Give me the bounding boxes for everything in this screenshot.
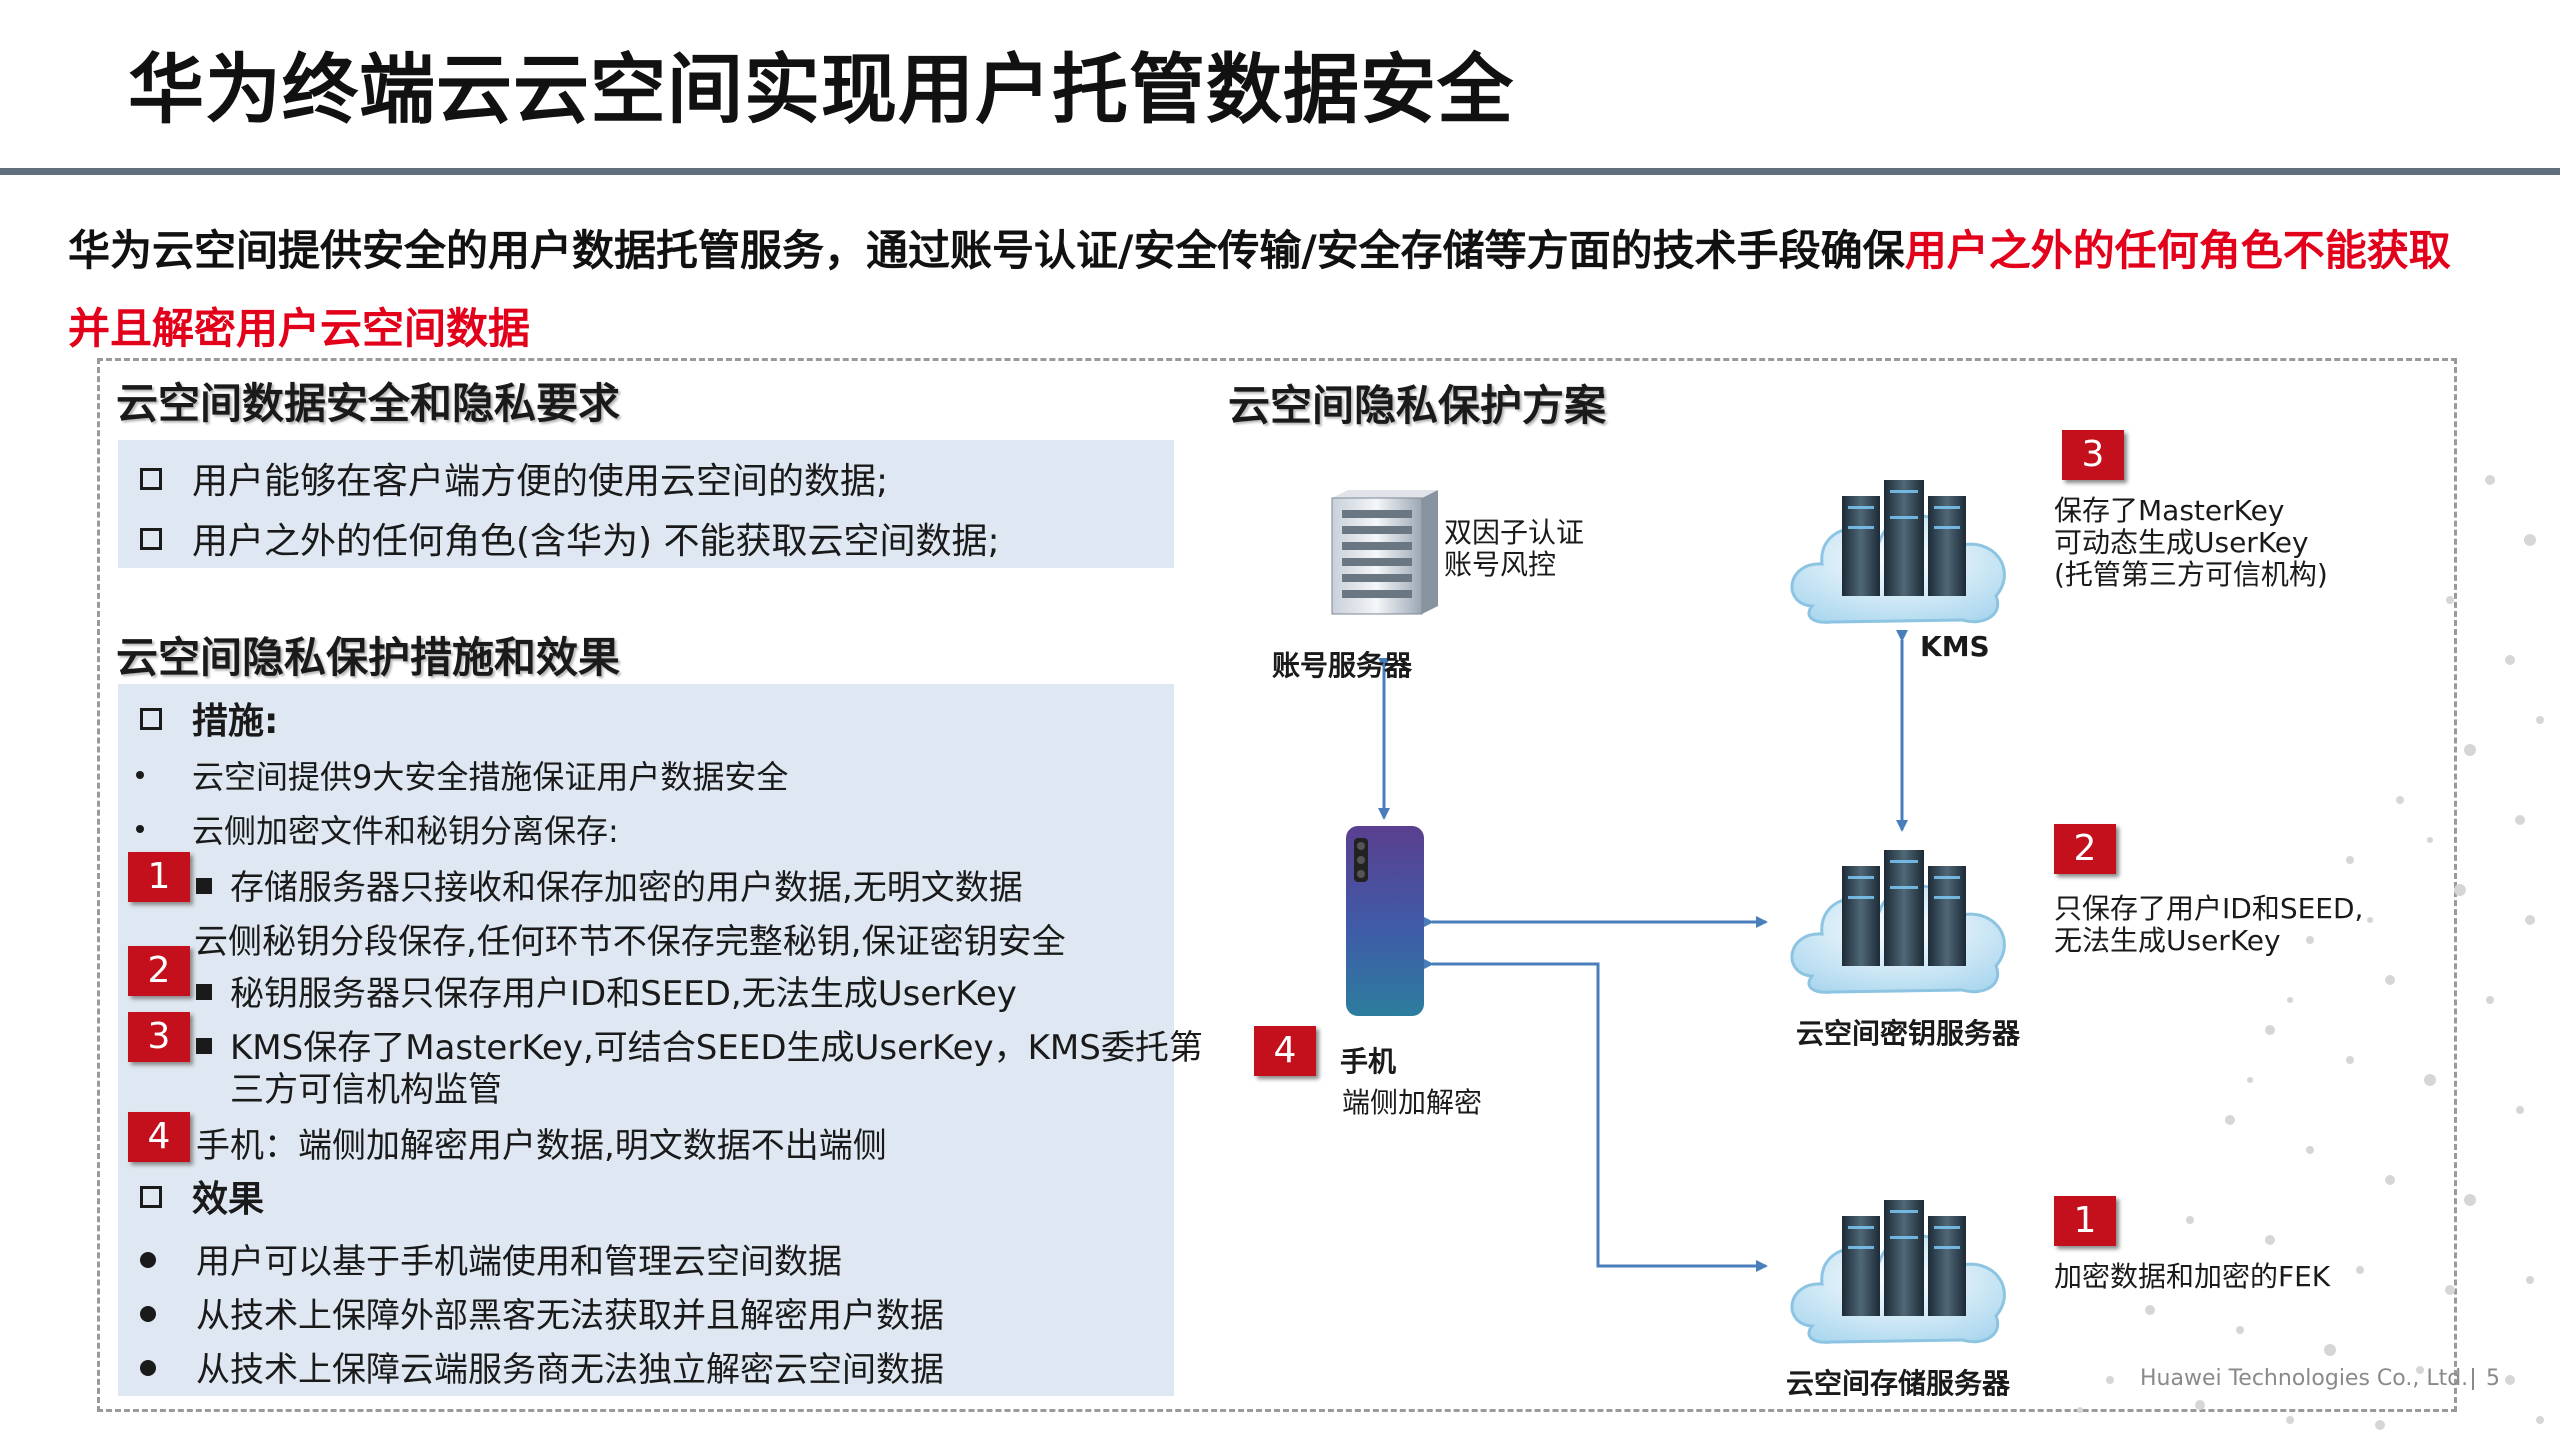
measure-item-4: 手机：端侧加解密用户数据,明文数据不出端侧 <box>196 1126 887 1166</box>
page-title: 华为终端云云空间实现用户托管数据安全 <box>128 45 1514 134</box>
bullet-dot-icon <box>140 1359 156 1376</box>
measure-item-2: 秘钥服务器只保存用户ID和SEED,无法生成UserKey <box>196 966 1017 1015</box>
key-server-label: 云空间密钥服务器 <box>1796 1017 2021 1050</box>
checkbox-square-icon <box>140 528 162 550</box>
bullet-dot-icon <box>136 825 144 833</box>
square-bullet-icon <box>196 1037 212 1054</box>
measures-heading: 云空间隐私保护措施和效果 <box>116 633 621 682</box>
bullet-dot-icon <box>140 1251 156 1268</box>
badge-2: 2 <box>128 946 190 996</box>
dot-texture-decoration <box>2077 475 2544 1430</box>
storage-server-label: 云空间存储服务器 <box>1786 1367 2011 1400</box>
kms-badge: 3 <box>2062 430 2124 480</box>
key-server-note-2: 无法生成UserKey <box>2054 924 2281 957</box>
effect-item: 用户可以基于手机端使用和管理云空间数据 <box>140 1234 842 1283</box>
account-server-label: 账号服务器 <box>1272 649 1413 682</box>
key-server-note-1: 只保存了用户ID和SEED, <box>2054 892 2364 925</box>
kms-note-2: 可动态生成UserKey <box>2054 526 2309 559</box>
intro-normal: 华为云空间提供安全的用户数据托管服务，通过账号认证/安全传输/安全存储等方面的技… <box>68 226 1905 275</box>
account-server-icon <box>1331 490 1438 615</box>
measures-label: 措施: <box>140 692 278 744</box>
measure-item-3-cont: 三方可信机构监管 <box>230 1070 502 1110</box>
kms-note-3: (托管第三方可信机构) <box>2054 558 2328 591</box>
measure-item-3: KMS保存了MasterKey,可结合SEED生成UserKey，KMS委托第 <box>196 1020 1203 1069</box>
footer-divider <box>2472 1368 2474 1390</box>
account-note-2: 账号风控 <box>1444 548 1557 581</box>
effects-label: 效果 <box>140 1170 264 1222</box>
content-frame <box>97 358 2457 1412</box>
kms-label: KMS <box>1920 630 1990 663</box>
footer-page-number: 5 <box>2486 1366 2500 1391</box>
storage-server-cloud-icon <box>1790 1200 2006 1344</box>
intro-highlight: 用户之外的任何角色不能获取并且解密用户云空间数据 <box>68 226 2451 353</box>
key-split-note: 云侧秘钥分段保存,任何环节不保存完整秘钥,保证密钥安全 <box>194 922 1066 962</box>
checkbox-square-icon <box>140 468 162 490</box>
measure-bullet: 云空间提供9大安全措施保证用户数据安全 <box>136 752 788 798</box>
requirements-panel <box>118 440 1174 568</box>
badge-4: 4 <box>128 1112 190 1162</box>
checkbox-square-icon <box>140 708 162 730</box>
measure-bullet: 云侧加密文件和秘钥分离保存: <box>136 806 619 852</box>
square-bullet-icon <box>196 877 212 894</box>
kms-note-1: 保存了MasterKey <box>2054 494 2285 527</box>
requirements-heading: 云空间数据安全和隐私要求 <box>116 379 621 428</box>
requirement-item: 用户之外的任何角色(含华为) 不能获取云空间数据; <box>140 512 1000 564</box>
phone-label: 手机 <box>1340 1045 1397 1078</box>
title-divider <box>0 168 2560 175</box>
key-server-badge: 2 <box>2054 824 2116 874</box>
effect-item: 从技术上保障外部黑客无法获取并且解密用户数据 <box>140 1288 944 1337</box>
kms-cloud-server-icon <box>1790 480 2006 624</box>
storage-server-badge: 1 <box>2054 1196 2116 1246</box>
footer-company: Huawei Technologies Co., Ltd. <box>2140 1366 2469 1391</box>
effect-item: 从技术上保障云端服务商无法独立解密云空间数据 <box>140 1342 944 1391</box>
measure-item-1: 存储服务器只接收和保存加密的用户数据,无明文数据 <box>196 860 1023 909</box>
checkbox-square-icon <box>140 1186 162 1208</box>
measures-panel <box>118 684 1174 1396</box>
storage-server-note: 加密数据和加密的FEK <box>2054 1260 2331 1293</box>
phone-icon <box>1346 826 1424 1016</box>
bullet-dot-icon <box>140 1305 156 1322</box>
square-bullet-icon <box>196 983 212 1000</box>
phone-note: 端侧加解密 <box>1342 1086 1483 1119</box>
phone-badge: 4 <box>1254 1026 1316 1076</box>
badge-3: 3 <box>128 1012 190 1062</box>
scheme-heading: 云空间隐私保护方案 <box>1228 381 1607 430</box>
intro-text: 华为云空间提供安全的用户数据托管服务，通过账号认证/安全传输/安全存储等方面的技… <box>68 212 2488 368</box>
phone-storage-arrow <box>1422 958 1768 1272</box>
requirement-item: 用户能够在客户端方便的使用云空间的数据; <box>140 452 888 504</box>
badge-1: 1 <box>128 852 190 902</box>
key-server-cloud-icon <box>1790 850 2006 994</box>
account-note-1: 双因子认证 <box>1444 516 1585 549</box>
bullet-dot-icon <box>136 771 144 779</box>
